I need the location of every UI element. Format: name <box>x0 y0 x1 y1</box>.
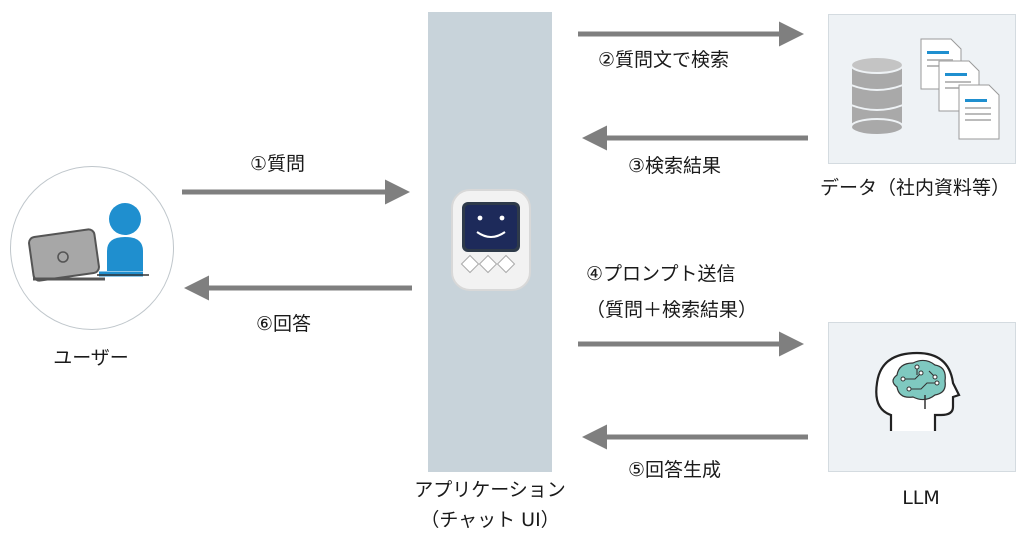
step-1-label: ①質問 <box>250 153 306 175</box>
app-label-line2: （チャット UI） <box>420 509 560 531</box>
step-3-label: ③検索結果 <box>628 155 722 177</box>
step-6-label: ⑥回答 <box>256 313 312 335</box>
step-5-label: ⑤回答生成 <box>628 459 722 481</box>
database-documents-icon <box>850 38 1000 140</box>
llm-box <box>828 322 1016 472</box>
user-node <box>10 166 174 330</box>
step-2-label: ②質問文で検索 <box>598 49 730 71</box>
chatbot-icon <box>451 189 531 291</box>
llm-label: LLM <box>902 487 940 509</box>
data-store-label: データ（社内資料等） <box>819 177 1010 199</box>
step-4-label-line1: ④プロンプト送信 <box>586 263 736 285</box>
user-label: ユーザー <box>53 347 129 369</box>
app-label-line1: アプリケーション <box>414 479 566 501</box>
step-4-label-line2: （質問＋検索結果） <box>586 299 758 321</box>
user-illustration-icon <box>28 203 149 282</box>
data-store-box <box>828 14 1016 164</box>
brain-head-icon <box>875 351 961 431</box>
